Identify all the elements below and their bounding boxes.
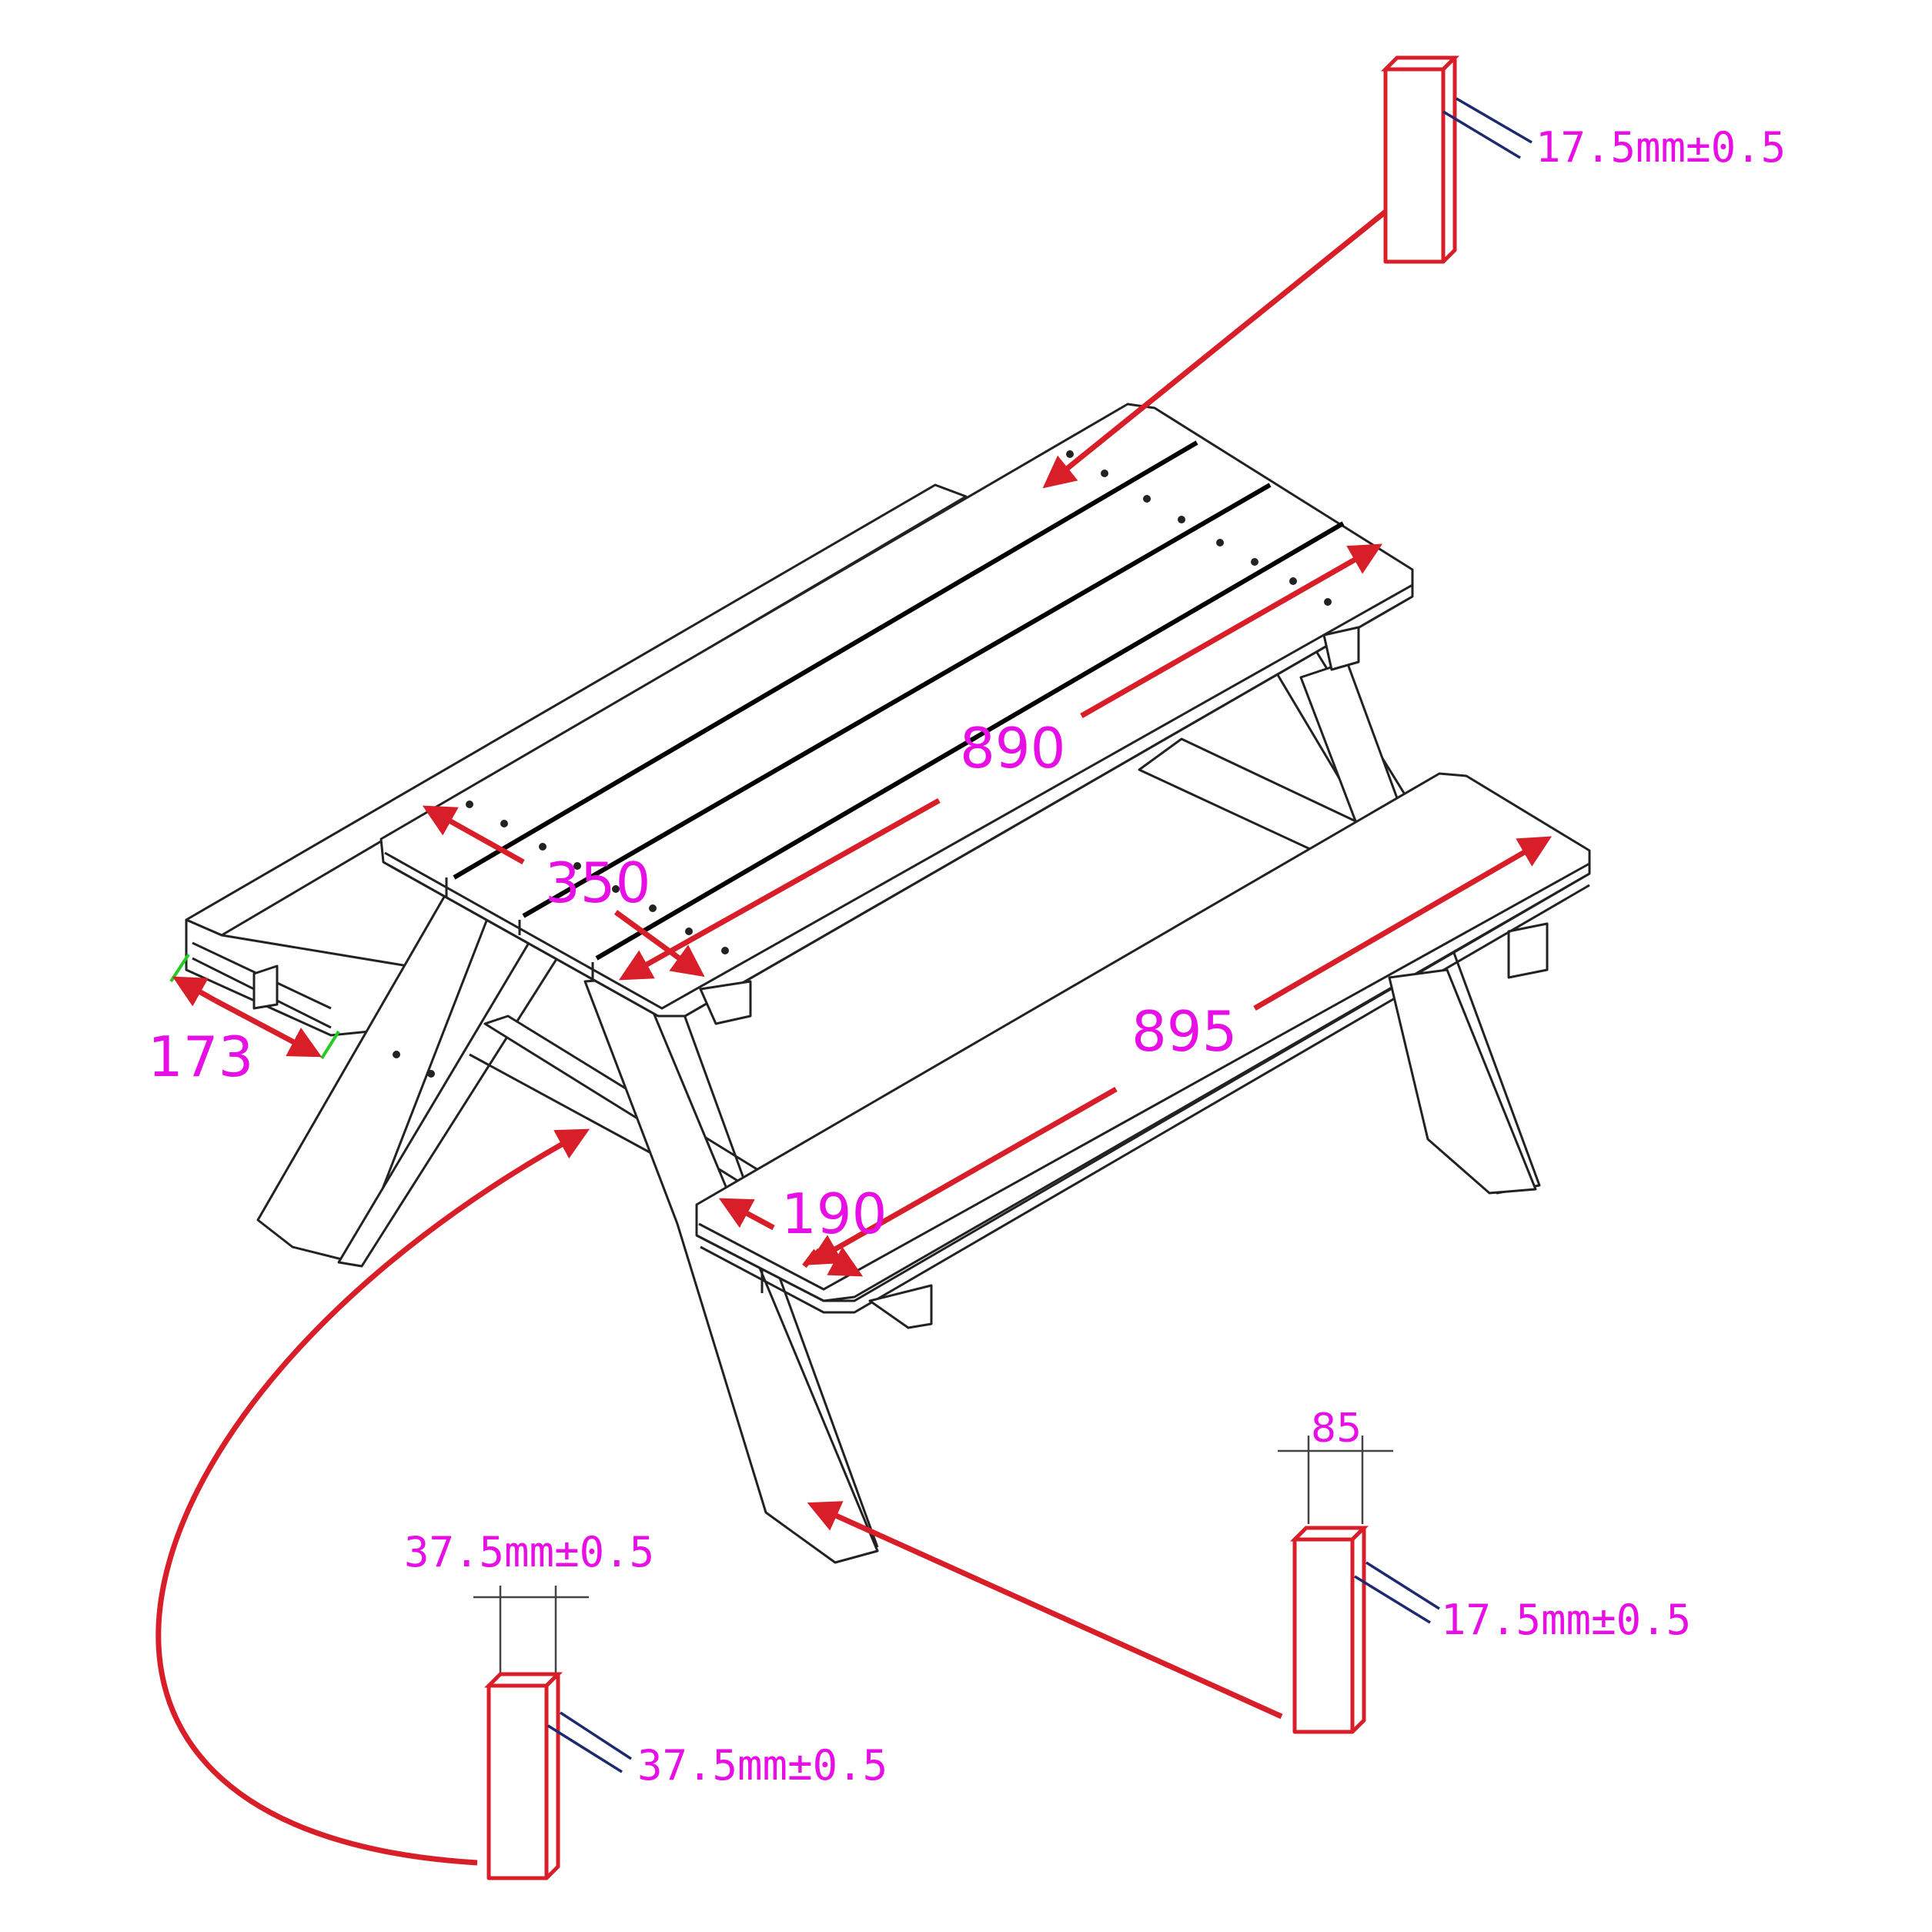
- table-screw-holes: [466, 450, 1332, 954]
- brace-thickness-label: 17.5mm±0.5: [1441, 1596, 1691, 1644]
- left-bench-ext-2: [320, 1030, 340, 1060]
- bench-width-arrow-b: [814, 1246, 864, 1277]
- table-width-arrow-a: [422, 805, 525, 865]
- bench-width-label: 190: [781, 1182, 887, 1246]
- left-leg-bolt-1: [393, 1051, 400, 1058]
- table-seam-1: [453, 440, 1198, 880]
- table-length-arrow-b: [1080, 543, 1383, 719]
- table-support-block-2: [1322, 626, 1360, 671]
- right-bench-front-edge-2: [698, 862, 1590, 1291]
- leg-depth-label: 37.5mm±0.5: [637, 1741, 887, 1790]
- left-leg-bolt-2: [427, 1070, 435, 1078]
- right-bench: [695, 772, 1591, 1329]
- left-bench-width-arrow-2: [214, 998, 323, 1058]
- table-top-front-edge: [383, 595, 1413, 1018]
- leg-leader: [155, 1128, 590, 1866]
- top-board-leader: [1042, 209, 1388, 489]
- left-bench-width-arrow: [172, 976, 217, 1007]
- right-bench-right-leg: [1388, 968, 1537, 1195]
- leg-width-label: 37.5mm±0.5: [404, 1528, 654, 1576]
- right-bench-back-support: [1507, 922, 1549, 979]
- brace-width-label: 85: [1311, 1406, 1362, 1452]
- bench-length-arrow-a: [807, 1086, 1118, 1265]
- top-board-thickness-label: 17.5mm±0.5: [1536, 123, 1786, 172]
- table-support-block: [699, 980, 752, 1025]
- table-length-label: 890: [960, 716, 1065, 780]
- picnic-table-drawing: [185, 403, 1591, 1564]
- dimension-arrows: [155, 209, 1553, 1866]
- bench-width-arrow-a: [718, 1198, 775, 1231]
- brace-leader: [807, 1501, 1283, 1720]
- right-bench-front-support: [868, 1284, 933, 1329]
- table-seam-2: [522, 483, 1272, 918]
- left-bench-width-label: 173: [148, 1024, 253, 1089]
- table-seam-3: [595, 521, 1345, 961]
- leg-board-sample: [473, 1586, 632, 1880]
- bench-length-label: 895: [1131, 999, 1237, 1064]
- top-board-sample: [1380, 55, 1533, 264]
- right-bench-front-edge: [696, 872, 1590, 1302]
- bench-width-arrow-c: [802, 1248, 818, 1269]
- dimension-labels: 17.5mm±0.5 890 350 173 895 190 85 17.5mm…: [148, 123, 1786, 1790]
- left-bench-support: [252, 964, 279, 1010]
- table-top-front-edge-2: [384, 583, 1413, 1010]
- table-width-label: 350: [545, 851, 650, 915]
- table-top: [379, 403, 1414, 1025]
- table-width-arrow-b: [613, 910, 705, 978]
- bench-length-arrow-b: [1253, 836, 1553, 1011]
- left-bench: [185, 483, 968, 1037]
- brace-board-sample: [1278, 1436, 1440, 1734]
